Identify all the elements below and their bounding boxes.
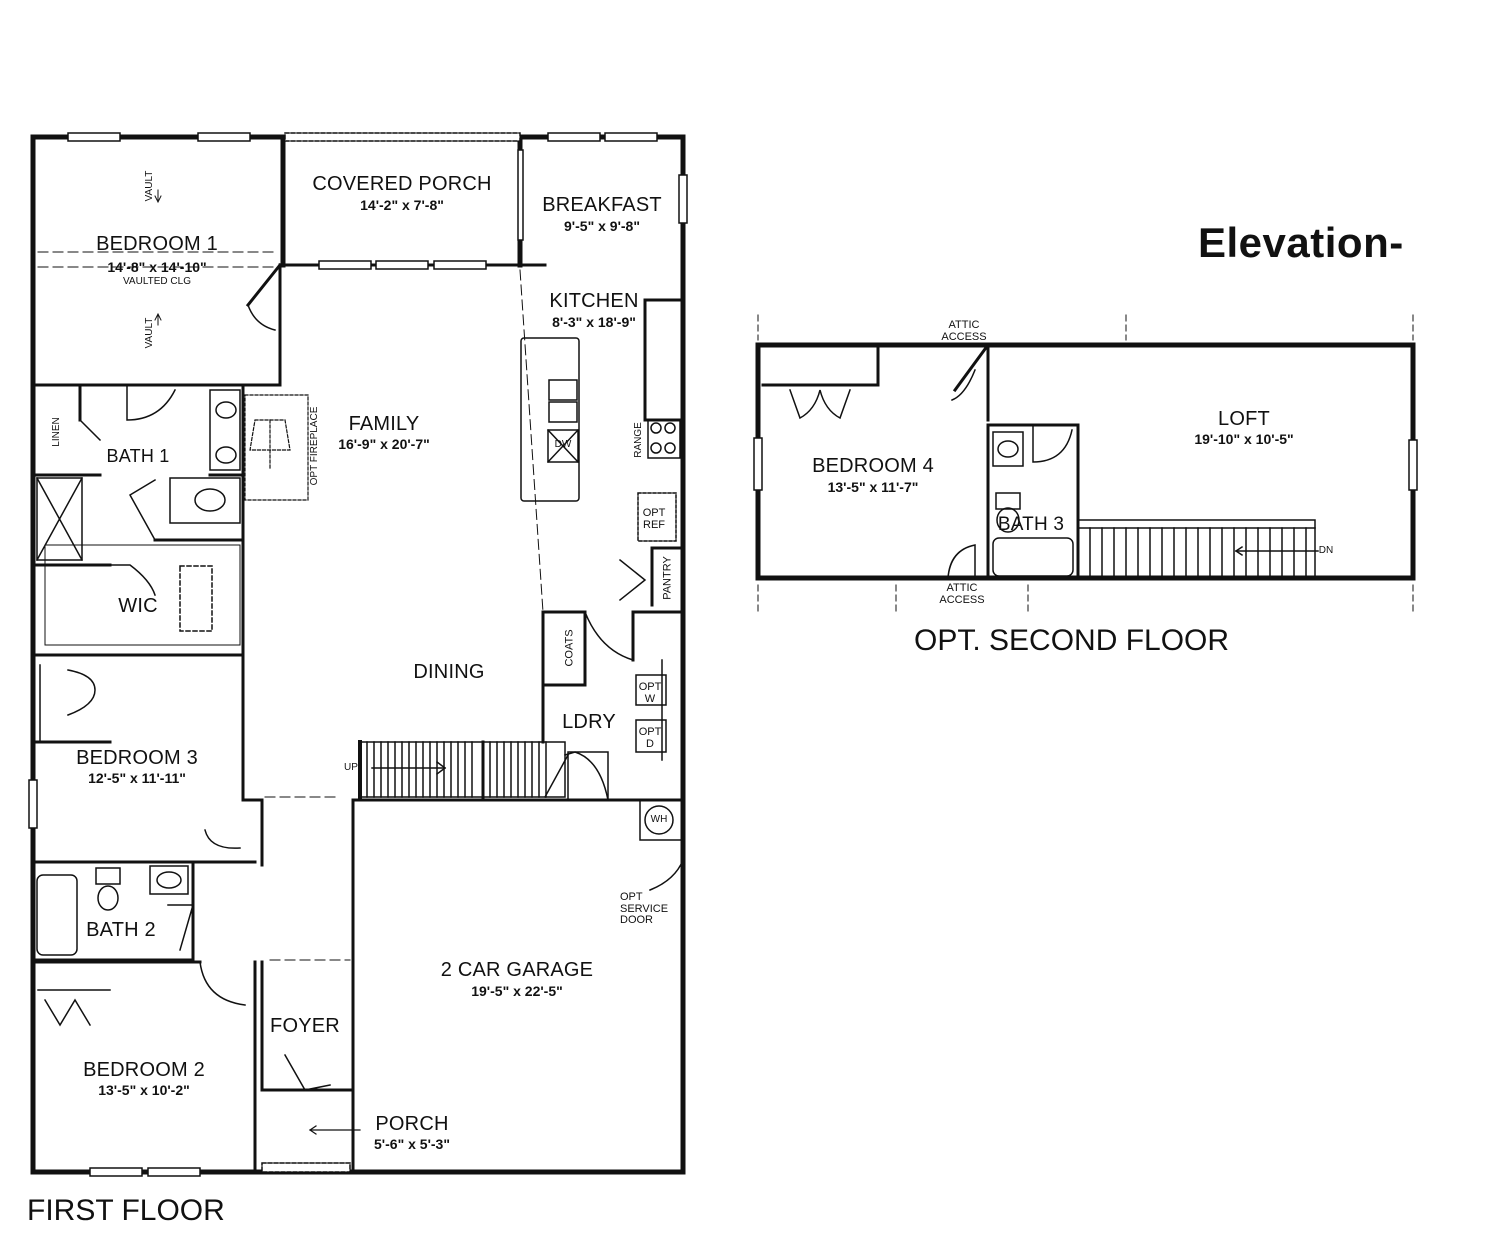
bedroom1-name: BEDROOM 1 — [96, 233, 218, 255]
first-floor-windows — [28, 132, 688, 1177]
bedroom2-name: BEDROOM 2 — [83, 1059, 205, 1081]
second-floor-dim-ticks — [757, 314, 1414, 613]
covered-porch-name: COVERED PORCH — [312, 173, 492, 195]
bedroom1-dims: 14'-8" x 14'-10" — [107, 259, 207, 275]
breakfast-dims: 9'-5" x 9'-8" — [564, 218, 640, 234]
dw-label: DW — [554, 439, 572, 450]
bath-fixtures — [35, 389, 241, 956]
opt-d-line2: D — [646, 737, 654, 750]
wh-label: WH — [650, 814, 668, 825]
first-floor-dashed-lines — [37, 251, 544, 961]
loft-dims: 19'-10" x 10'-5" — [1194, 431, 1294, 447]
range-label: RANGE — [633, 422, 644, 458]
service-door-label: OPT SERVICE DOOR — [620, 891, 669, 927]
wic-name: WIC — [118, 595, 158, 617]
family-dims: 16'-9" x 20'-7" — [338, 436, 430, 452]
vault-arrows — [154, 189, 162, 326]
service-door-line1: OPT — [620, 891, 643, 903]
pantry-label: PANTRY — [661, 556, 674, 600]
breakfast-name: BREAKFAST — [542, 194, 662, 216]
opt-ref-line1: OPT — [642, 507, 666, 519]
opt-d-line1: OPT — [638, 726, 662, 738]
kitchen-dims: 8'-3" x 18'-9" — [552, 314, 636, 330]
bedroom4-name: BEDROOM 4 — [812, 455, 934, 477]
vault-label-bottom: VAULT — [144, 317, 155, 349]
garage-name: 2 CAR GARAGE — [440, 959, 594, 981]
up-label: UP — [344, 762, 358, 773]
loft-name: LOFT — [1218, 408, 1270, 430]
attic-access-top-line2: ACCESS — [941, 330, 987, 343]
first-floor-stairs — [358, 740, 570, 799]
attic-access-top-label: ATTIC ACCESS — [941, 319, 987, 343]
porch-dims: 5'-6" x 5'-3" — [374, 1136, 450, 1152]
opt-w-line1: OPT — [638, 681, 662, 693]
service-door-line2: SERVICE — [620, 902, 669, 915]
second-floor-stairs — [1077, 519, 1319, 579]
attic-access-bottom-label: ATTIC ACCESS — [939, 582, 985, 606]
opt-fireplace — [244, 394, 309, 501]
bath2-name: BATH 2 — [86, 919, 156, 941]
porch-arrow — [308, 1125, 361, 1135]
second-floor-fixtures — [789, 369, 1074, 579]
elevation-title: Elevation- — [1198, 219, 1404, 266]
opt-ref-label: OPT REF — [642, 507, 666, 531]
ldry-name: LDRY — [562, 711, 616, 733]
linen-label: LINEN — [51, 417, 62, 447]
kitchen-fixtures — [520, 337, 683, 841]
opt-fireplace-label: OPT FIREPLACE — [309, 406, 320, 486]
attic-access-bottom-line1: ATTIC — [946, 582, 978, 594]
bedroom2-dims: 13'-5" x 10'-2" — [98, 1082, 190, 1098]
coats-label: COATS — [563, 629, 576, 667]
opt-ref-line2: REF — [643, 518, 665, 531]
attic-access-bottom-line2: ACCESS — [939, 593, 985, 606]
porch-name: PORCH — [375, 1113, 449, 1135]
family-name: FAMILY — [348, 413, 420, 435]
bedroom3-name: BEDROOM 3 — [76, 747, 198, 769]
opt-d-label: OPT D — [638, 726, 662, 750]
bath3-name: BATH 3 — [997, 514, 1065, 535]
attic-access-top-line1: ATTIC — [948, 319, 980, 331]
first-floor-doors — [78, 304, 684, 1091]
dn-label: DN — [1318, 545, 1334, 556]
garage-dims: 19'-5" x 22'-5" — [471, 983, 563, 999]
kitchen-name: KITCHEN — [549, 290, 639, 312]
second-floor-windows — [753, 437, 1418, 491]
dining-name: DINING — [413, 661, 485, 683]
second-floor-title: OPT. SECOND FLOOR — [914, 624, 1230, 657]
bedroom1-note: VAULTED CLG — [123, 276, 191, 287]
opt-w-label: OPT W — [638, 681, 662, 705]
vault-label-top: VAULT — [144, 170, 155, 202]
bath1-name: BATH 1 — [106, 446, 170, 466]
first-floor-interior-walls — [31, 262, 685, 1174]
closet-doors — [37, 664, 111, 1027]
bedroom3-dims: 12'-5" x 11'-11" — [88, 770, 186, 786]
covered-porch-dims: 14'-2" x 7'-8" — [360, 197, 444, 213]
first-floor-title: FIRST FLOOR — [27, 1194, 225, 1227]
foyer-name: FOYER — [270, 1015, 340, 1037]
service-door-line3: DOOR — [620, 914, 653, 927]
bedroom4-dims: 13'-5" x 11'-7" — [827, 479, 919, 495]
opt-w-line2: W — [644, 692, 656, 705]
